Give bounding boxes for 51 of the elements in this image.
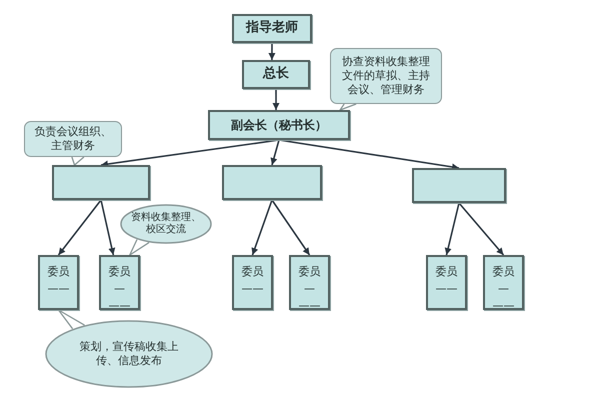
empty-box	[222, 165, 322, 200]
dash-text: ——	[298, 298, 320, 312]
dash-text: ——	[242, 282, 264, 296]
callout-bubble	[24, 121, 122, 157]
dash-text: ——	[108, 298, 130, 312]
member-box	[38, 255, 79, 310]
role-title: 总长	[263, 66, 289, 83]
callout-pointer	[71, 156, 84, 166]
title-box	[208, 110, 350, 140]
arrow	[271, 200, 310, 256]
arrow	[272, 89, 280, 110]
member-title: 委员	[436, 265, 458, 279]
arrow	[58, 200, 102, 256]
dash-text: ——	[436, 282, 458, 296]
speech-bubble	[120, 204, 212, 244]
callout-text: 策划，宣传稿收集上传、信息发布	[79, 340, 179, 368]
arrow	[458, 202, 504, 256]
title-box	[242, 60, 310, 89]
member-title: 委员	[108, 265, 130, 279]
arrow	[268, 43, 276, 60]
member-title: 委员	[298, 265, 320, 279]
arrow	[252, 200, 273, 256]
dash-text: ——	[492, 298, 514, 312]
empty-box	[412, 168, 506, 203]
dash-text: ——	[48, 282, 70, 296]
arrow	[270, 140, 280, 166]
callout-text: 协查资料收集整理文件的草拟、主持会议、管理财务	[341, 55, 431, 97]
callout-text: 资料收集整理、校区交流	[130, 212, 202, 236]
member-title: 委员	[492, 265, 514, 279]
member-box	[232, 255, 273, 310]
speech-bubble	[45, 320, 213, 388]
callout-pointer	[339, 103, 356, 111]
dash-text: —	[304, 282, 315, 296]
empty-box	[52, 165, 150, 200]
member-box	[99, 255, 140, 310]
title-box	[232, 14, 312, 43]
member-box	[426, 255, 467, 310]
callout-pointer	[129, 239, 150, 256]
member-title: 委员	[242, 265, 264, 279]
callout-pointer	[58, 309, 85, 330]
dash-text: —	[114, 282, 125, 296]
callout-bubble	[330, 48, 442, 104]
member-box	[289, 255, 330, 310]
arrow	[100, 200, 116, 256]
member-box	[483, 255, 524, 310]
role-title: 副会长（秘书长）	[231, 118, 327, 132]
arrow	[444, 202, 460, 256]
member-title: 委员	[48, 265, 70, 279]
dash-text: —	[498, 282, 509, 296]
role-title: 指导老师	[246, 20, 298, 37]
callout-text: 负责会议组织、主管财务	[34, 125, 112, 153]
